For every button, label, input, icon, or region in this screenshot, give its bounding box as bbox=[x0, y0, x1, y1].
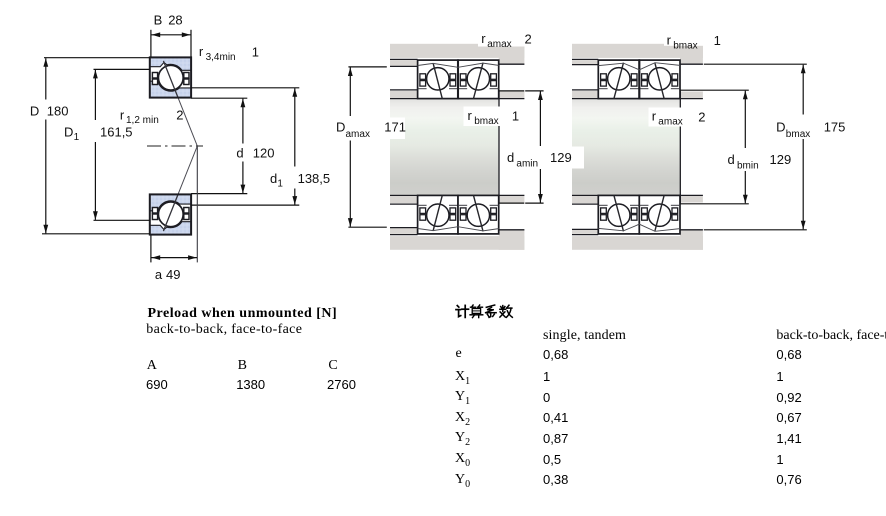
svg-text:d: d bbox=[236, 146, 243, 161]
svg-text:amin: amin bbox=[516, 159, 538, 170]
svg-text:2: 2 bbox=[698, 109, 705, 124]
svg-text:2: 2 bbox=[176, 107, 183, 122]
svg-text:49: 49 bbox=[166, 267, 180, 282]
svg-text:r: r bbox=[468, 108, 473, 123]
svg-text:1,2 min: 1,2 min bbox=[126, 115, 159, 126]
svg-text:161,5: 161,5 bbox=[100, 124, 133, 139]
svg-text:129: 129 bbox=[550, 150, 572, 165]
svg-text:d: d bbox=[507, 150, 514, 165]
svg-text:r: r bbox=[120, 107, 125, 122]
svg-text:D: D bbox=[30, 103, 39, 118]
svg-text:D: D bbox=[64, 124, 73, 139]
svg-text:D: D bbox=[336, 120, 345, 135]
svg-text:r: r bbox=[667, 32, 672, 47]
svg-text:138,5: 138,5 bbox=[298, 171, 331, 186]
svg-text:129: 129 bbox=[770, 152, 792, 167]
svg-text:1: 1 bbox=[277, 178, 283, 189]
svg-text:1: 1 bbox=[252, 45, 259, 60]
svg-text:r: r bbox=[652, 109, 657, 124]
svg-text:1: 1 bbox=[512, 109, 519, 124]
svg-text:a: a bbox=[155, 267, 163, 282]
svg-text:r: r bbox=[199, 44, 204, 59]
svg-text:180: 180 bbox=[47, 103, 69, 118]
svg-text:175: 175 bbox=[824, 120, 846, 135]
svg-text:d: d bbox=[728, 152, 735, 167]
svg-text:3,4min: 3,4min bbox=[206, 52, 236, 63]
svg-text:120: 120 bbox=[253, 146, 275, 161]
svg-text:1: 1 bbox=[714, 33, 721, 48]
svg-text:amax: amax bbox=[487, 39, 511, 50]
svg-text:bmax: bmax bbox=[474, 116, 498, 127]
svg-text:r: r bbox=[481, 31, 486, 46]
svg-text:bmax: bmax bbox=[786, 129, 810, 140]
svg-text:amax: amax bbox=[346, 129, 370, 140]
svg-text:2: 2 bbox=[525, 32, 532, 47]
svg-text:1: 1 bbox=[74, 132, 80, 143]
svg-text:amax: amax bbox=[658, 117, 682, 128]
svg-text:28: 28 bbox=[168, 13, 182, 28]
svg-text:171: 171 bbox=[384, 120, 406, 135]
svg-text:bmin: bmin bbox=[737, 161, 759, 172]
svg-text:D: D bbox=[776, 120, 785, 135]
svg-text:bmax: bmax bbox=[673, 40, 697, 51]
svg-text:B: B bbox=[154, 13, 163, 28]
svg-text:d: d bbox=[270, 171, 277, 186]
